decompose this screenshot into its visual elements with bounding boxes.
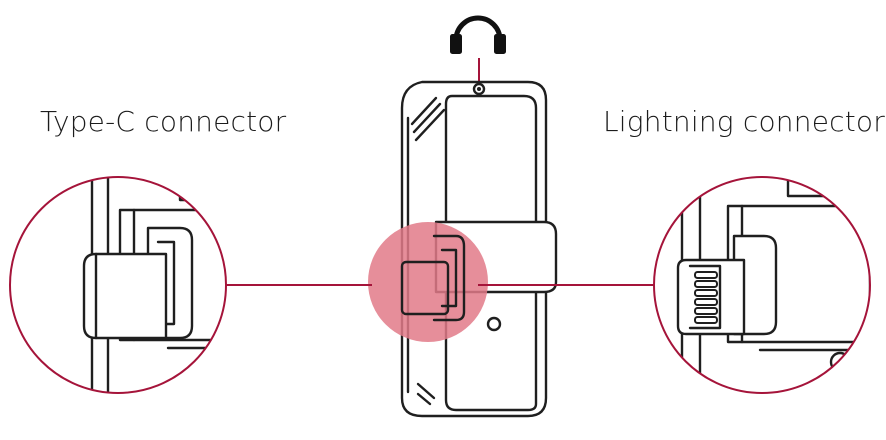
lightning-label: Lightning connector xyxy=(603,105,885,138)
typec-label: Type-C connector xyxy=(40,105,287,138)
device-button xyxy=(486,316,502,332)
headphones-icon xyxy=(450,15,506,54)
typec-zoom xyxy=(9,176,227,394)
highlighted-connector xyxy=(400,234,466,322)
lightning-zoom xyxy=(653,176,871,394)
connector-highlight xyxy=(368,222,488,342)
